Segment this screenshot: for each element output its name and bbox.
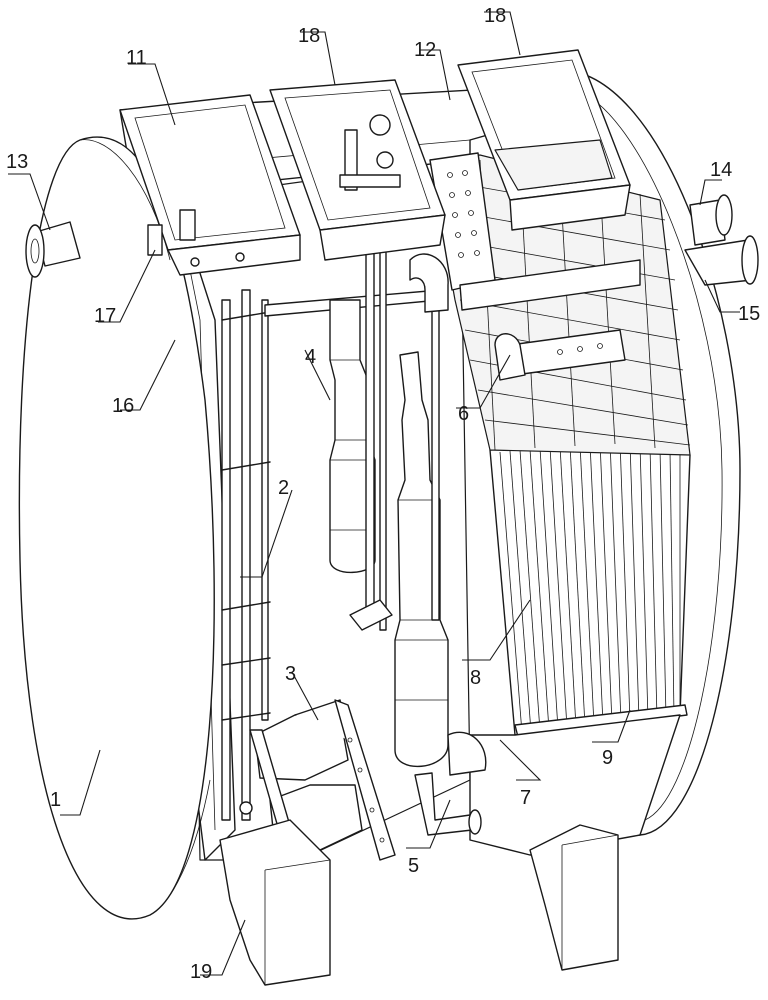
- elbow-pipe-lower: [447, 731, 487, 776]
- pipe-rack-2: [221, 289, 271, 821]
- label-3: 3: [285, 663, 296, 685]
- label-9: 9: [602, 747, 613, 769]
- hopper-7: [469, 714, 681, 856]
- exchanger-tubes: [499, 440, 681, 734]
- label-19: 19: [190, 961, 212, 983]
- label-4: 4: [305, 346, 316, 368]
- tray-18-center: [269, 79, 446, 261]
- label-5: 5: [408, 855, 419, 877]
- label-16: 16: [112, 395, 134, 417]
- label-11: 11: [126, 47, 147, 69]
- tray-11: [119, 94, 301, 276]
- label-2: 2: [278, 477, 289, 499]
- column-right: [394, 309, 449, 768]
- label-15: 15: [738, 303, 760, 325]
- tray-18-right: [457, 49, 631, 231]
- leader-lines: [8, 11, 740, 976]
- flange-14: [715, 194, 733, 236]
- label-7: 7: [520, 787, 531, 809]
- label-6: 6: [458, 403, 469, 425]
- column-4: [329, 249, 393, 631]
- flange-5: [468, 809, 482, 835]
- label-18b: 18: [484, 5, 506, 27]
- flange-13: [25, 224, 45, 278]
- tank-shell-1: [18, 136, 215, 920]
- label-14: 14: [710, 159, 732, 181]
- elbow-pipe: [409, 253, 449, 313]
- flange-15: [741, 235, 759, 285]
- callout-labels: 1 2 3 4 5 6 7 8 9 11 12 13 14 15 16 17 1…: [6, 5, 760, 983]
- label-13: 13: [6, 151, 28, 173]
- cross-beam: [459, 259, 641, 311]
- leg-19-left: [219, 819, 331, 986]
- label-8: 8: [470, 667, 481, 689]
- label-12: 12: [414, 39, 436, 61]
- pipe-holes: [447, 170, 480, 258]
- label-17: 17: [94, 305, 116, 327]
- grid-deck: [429, 154, 691, 456]
- bracket-17: [147, 224, 163, 256]
- collector-bar-9: [514, 704, 688, 738]
- label-18a: 18: [298, 25, 320, 47]
- label-1: 1: [50, 789, 61, 811]
- leg-19-right: [529, 824, 619, 971]
